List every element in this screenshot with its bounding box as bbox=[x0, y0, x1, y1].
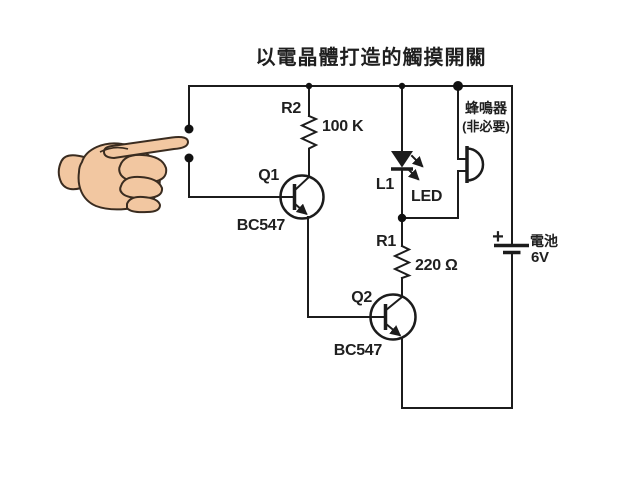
transistor-q2-circle bbox=[369, 293, 417, 341]
hand-curled-finger-2 bbox=[119, 175, 164, 200]
diagram-title: 以電晶體打造的觸摸開關 bbox=[256, 45, 487, 69]
battery-voltage: 6V bbox=[531, 249, 549, 266]
transistor-q2-ref: Q2 bbox=[351, 289, 372, 306]
resistor-r1-value: 220 Ω bbox=[415, 257, 458, 274]
junction-dot-led bbox=[398, 82, 406, 90]
buzzer: 蜂鳴器 (非必要) bbox=[462, 100, 510, 183]
transistor-q1-emitter-arrow bbox=[293, 202, 308, 215]
buzzer-name: 蜂鳴器 bbox=[465, 100, 508, 116]
transistor-q1-part: BC547 bbox=[237, 217, 286, 234]
hand-curled-finger-3 bbox=[126, 195, 161, 214]
transistor-q1-collector bbox=[293, 175, 311, 192]
led-light-arrow-2 bbox=[406, 167, 420, 181]
transistor-q2: Q2 BC547 bbox=[334, 289, 417, 359]
led-light-arrow-1 bbox=[410, 154, 424, 168]
junction-dot-r2 bbox=[305, 82, 313, 90]
touch-contact-top bbox=[184, 124, 194, 134]
junction-dots bbox=[184, 81, 463, 223]
wire-touch-to-q1-base bbox=[188, 157, 296, 198]
led-l1: L1 LED bbox=[376, 151, 442, 205]
resistor-r1-ref: R1 bbox=[376, 233, 396, 250]
transistor-q1-ref: Q1 bbox=[258, 167, 279, 184]
hand-knuckle-crease bbox=[99, 146, 129, 153]
resistor-r2-ref: R2 bbox=[281, 100, 301, 117]
buzzer-dome bbox=[466, 147, 485, 182]
junction-dot-buzzer bbox=[453, 81, 463, 91]
led-label: LED bbox=[411, 188, 442, 205]
transistor-q1: Q1 BC547 bbox=[237, 167, 325, 234]
battery-name: 電池 bbox=[530, 233, 558, 249]
resistor-r2-value: 100 K bbox=[322, 118, 364, 135]
led-triangle bbox=[391, 151, 413, 168]
resistor-r2: R2 100 K bbox=[281, 100, 364, 152]
circuit-wires bbox=[188, 85, 513, 409]
buzzer-note: (非必要) bbox=[462, 119, 510, 134]
touch-contact-bottom bbox=[184, 153, 194, 163]
wire-q1-emitter-to-q2-base bbox=[307, 216, 387, 318]
resistor-r1-zigzag bbox=[392, 244, 412, 280]
transistor-q1-circle bbox=[279, 174, 325, 220]
transistor-q2-emitter-arrow bbox=[384, 322, 402, 337]
pointing-hand bbox=[57, 136, 189, 214]
battery: + 電池 6V bbox=[492, 226, 558, 266]
resistor-r2-zigzag bbox=[299, 114, 319, 152]
battery-plus-sign: + bbox=[492, 226, 504, 248]
led-ref: L1 bbox=[376, 176, 394, 193]
junction-dot-led-r1 bbox=[397, 213, 407, 223]
transistor-q2-part: BC547 bbox=[334, 342, 383, 359]
transistor-q2-collector bbox=[384, 295, 404, 312]
resistor-r1: R1 220 Ω bbox=[376, 233, 458, 280]
